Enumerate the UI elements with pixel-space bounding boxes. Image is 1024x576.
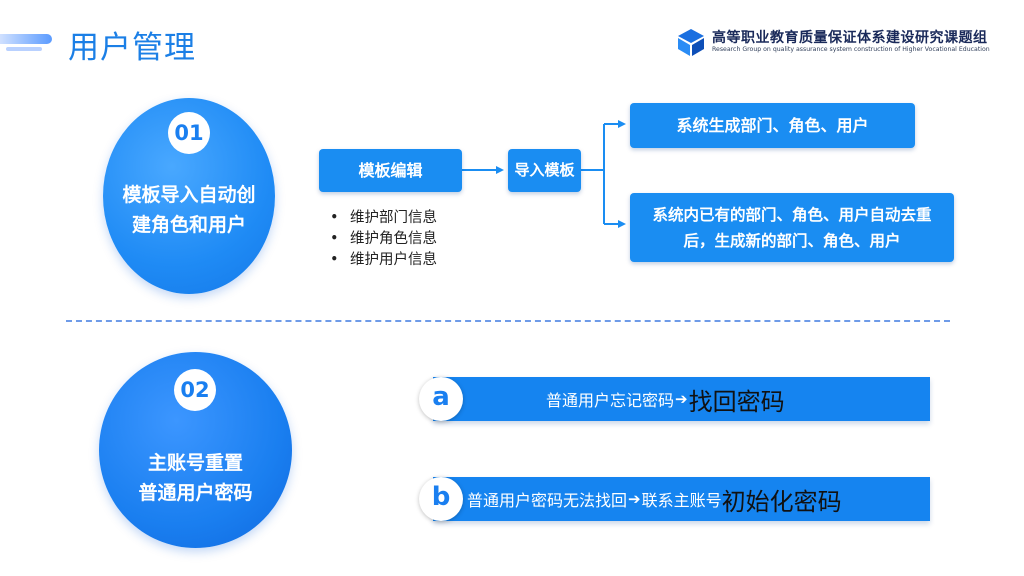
result-generate-box: 系统生成部门、角色、用户 (630, 103, 915, 148)
result-dedup-line2: 后，生成新的部门、角色、用户 (683, 231, 901, 250)
row-a-label: 普通用户忘记密码 (546, 391, 675, 410)
bullet-item: 维护角色信息 (330, 229, 437, 250)
section2-number: 02 (174, 369, 216, 411)
edit-bullet-list: 维护部门信息 维护角色信息 维护用户信息 (330, 208, 437, 271)
row-a-text: 普通用户忘记密码 ➔ 找回密码 (546, 377, 785, 421)
org-logo-icon (678, 29, 704, 56)
row-badge-a: a (419, 377, 463, 421)
section2-title-line2: 普通用户密码 (138, 482, 253, 504)
section1-number: 01 (168, 112, 210, 154)
section1-title: 模板导入自动创 建角色和用户 (103, 180, 275, 240)
template-edit-box: 模板编辑 (319, 149, 462, 192)
row-b-label2: 联系主账号 (641, 491, 722, 510)
section1-title-line1: 模板导入自动创 (122, 184, 256, 206)
header-accent-bar-small (6, 47, 42, 51)
org-name: 高等职业教育质量保证体系建设研究课题组 (712, 30, 988, 46)
section1-circle: 01 模板导入自动创 建角色和用户 (103, 98, 275, 294)
arrow-right-icon: ➔ (628, 490, 641, 508)
row-a-action: 找回密码 (688, 387, 785, 416)
section2-title: 主账号重置 普通用户密码 (99, 448, 292, 508)
bullet-item: 维护用户信息 (330, 250, 437, 271)
row-badge-b: b (419, 477, 463, 521)
org-name-en: Research Group on quality assurance syst… (712, 46, 990, 53)
page-title: 用户管理 (68, 30, 196, 66)
section2-circle: 02 主账号重置 普通用户密码 (99, 352, 292, 548)
password-recover-row: a 普通用户忘记密码 ➔ 找回密码 (419, 377, 930, 421)
section-divider (66, 320, 950, 322)
bullet-item: 维护部门信息 (330, 208, 437, 229)
result-dedup-box: 系统内已有的部门、角色、用户自动去重 后，生成新的部门、角色、用户 (630, 193, 954, 262)
row-b-label: 普通用户密码无法找回 (467, 491, 628, 510)
section1-title-line2: 建角色和用户 (131, 214, 246, 236)
result-dedup-line1: 系统内已有的部门、角色、用户自动去重 (652, 205, 932, 224)
row-b-action: 初始化密码 (721, 487, 842, 516)
header-accent-bar (0, 34, 52, 44)
arrow-right-icon: ➔ (675, 390, 688, 408)
section2-title-line1: 主账号重置 (147, 452, 243, 474)
template-import-box: 导入模板 (508, 149, 581, 192)
password-reset-row: b 普通用户密码无法找回 ➔ 联系主账号 初始化密码 (419, 477, 930, 521)
row-b-text: 普通用户密码无法找回 ➔ 联系主账号 初始化密码 (467, 477, 842, 521)
